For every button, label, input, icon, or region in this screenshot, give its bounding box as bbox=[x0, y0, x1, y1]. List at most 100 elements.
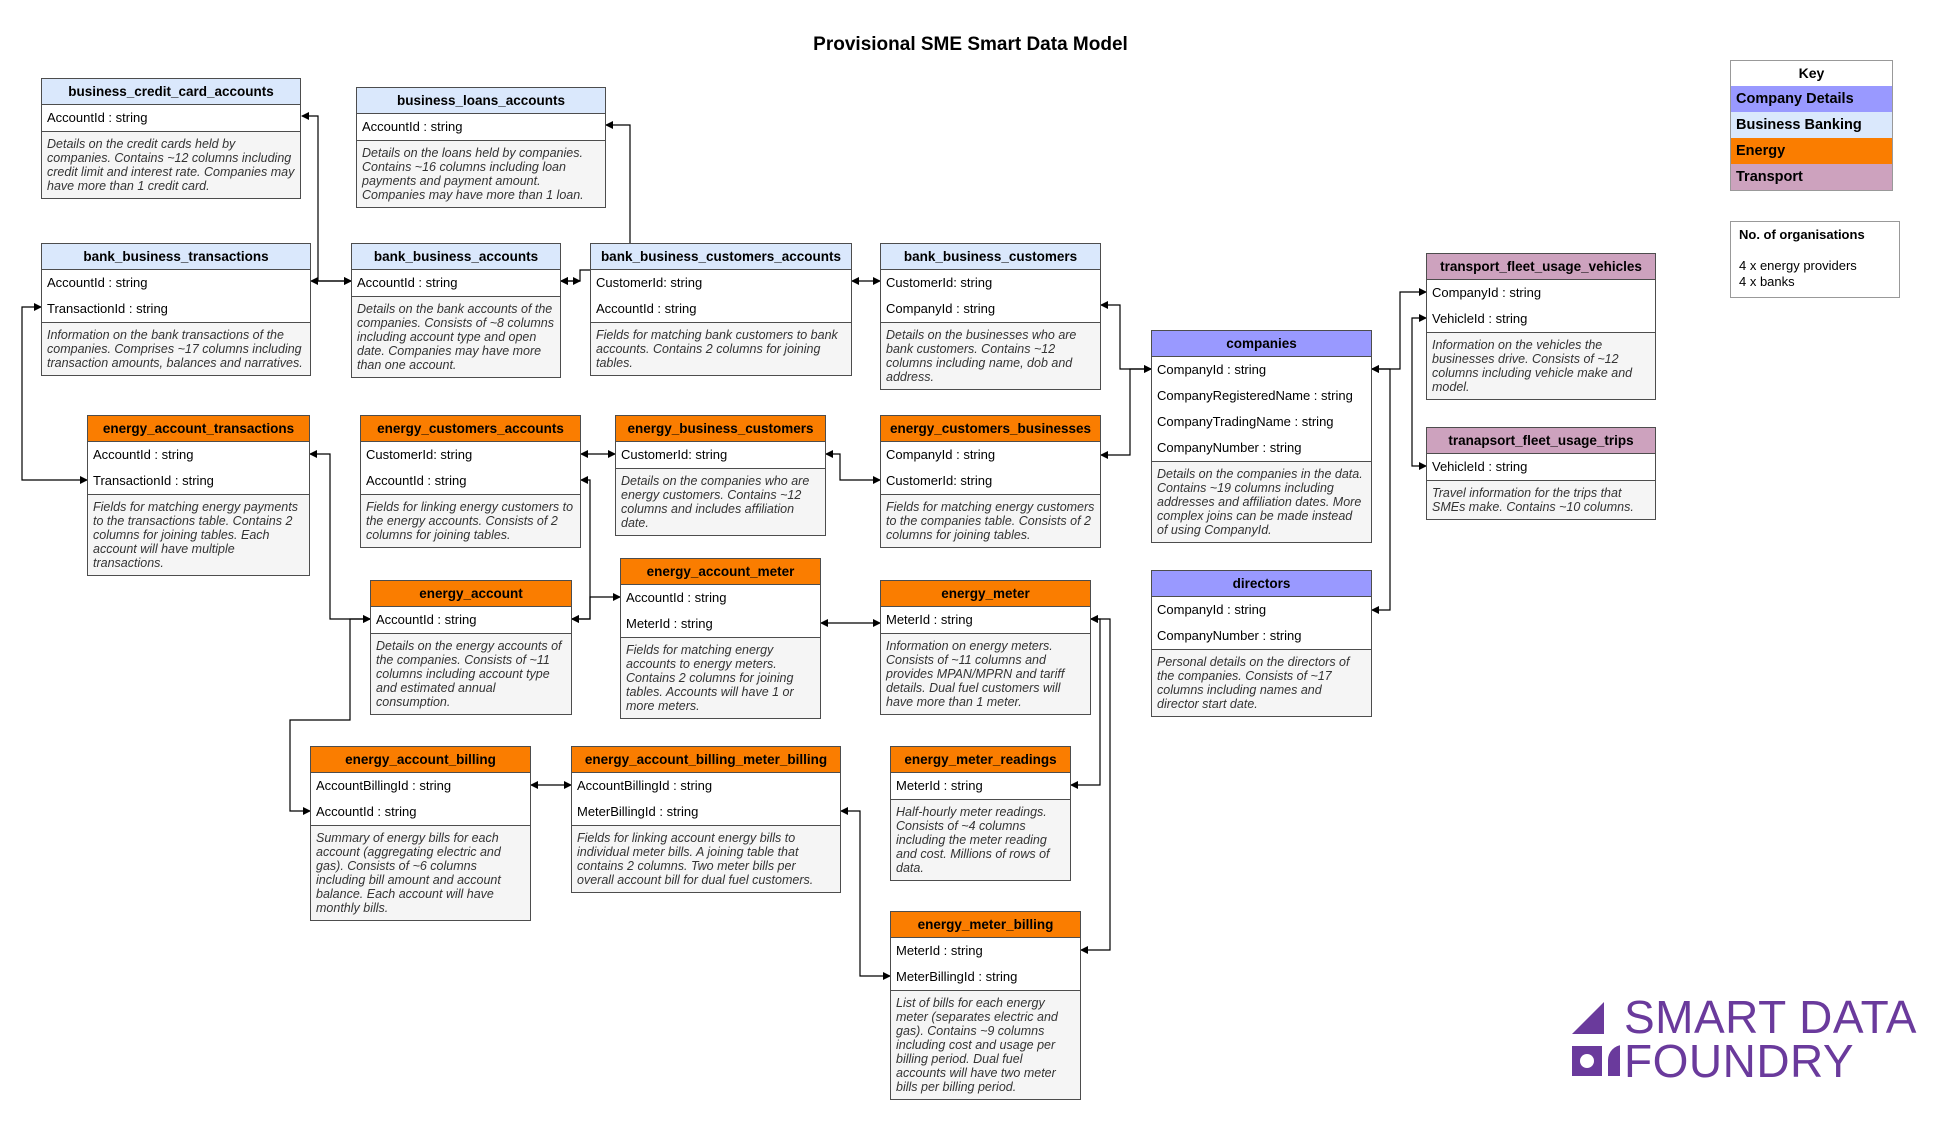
entity-field: VehicleId : string bbox=[1427, 454, 1655, 481]
entity-description: Fields for matching energy customers to … bbox=[881, 495, 1100, 547]
entity-field: CompanyNumber : string bbox=[1152, 435, 1371, 462]
entity-field: CompanyRegisteredName : string bbox=[1157, 388, 1353, 403]
entity-description: Half-hourly meter readings. Consists of … bbox=[891, 800, 1070, 880]
relationship-connector bbox=[825, 450, 881, 484]
entity-title: bank_business_customers bbox=[881, 244, 1100, 270]
entity-field: CompanyId : string bbox=[1432, 285, 1542, 300]
organisations-heading: No. of organisations bbox=[1739, 227, 1865, 242]
entity-field: AccountId : string bbox=[93, 447, 194, 462]
entity-field: AccountBillingId : string bbox=[316, 778, 452, 793]
organisations-box: No. of organisations 4 x energy provider… bbox=[1730, 221, 1900, 298]
entity-title: tranapsort_fleet_usage_trips bbox=[1427, 428, 1655, 454]
legend-item-company-details: Company Details bbox=[1731, 86, 1892, 112]
entity-field: CustomerId: string bbox=[366, 447, 473, 462]
legend-item-energy: Energy bbox=[1731, 138, 1892, 164]
relationship-connector bbox=[1100, 301, 1152, 373]
entity-field: CompanyId : string bbox=[886, 447, 996, 462]
entity-description: Summary of energy bills for each account… bbox=[311, 826, 530, 920]
entity-field: AccountId : string bbox=[591, 296, 851, 323]
entity-title: energy_account_meter bbox=[621, 559, 820, 585]
legend-key: Key Company Details Business Banking Ene… bbox=[1730, 60, 1893, 191]
entity-field: MeterBillingId : string bbox=[891, 964, 1080, 991]
entity-description: Information on energy meters. Consists o… bbox=[881, 634, 1090, 714]
entity-field: CustomerId: string bbox=[886, 275, 993, 290]
entity-description: Information on the vehicles the business… bbox=[1427, 333, 1655, 399]
relationship-connector bbox=[1100, 365, 1152, 459]
relationship-connector bbox=[840, 807, 891, 980]
entity-title: energy_account_billing_meter_billing bbox=[572, 747, 840, 773]
smart-data-foundry-logo: SMART DATA FOUNDRY bbox=[1570, 994, 1920, 1084]
legend-heading: Key bbox=[1798, 65, 1825, 81]
entity-title: energy_meter bbox=[881, 581, 1090, 607]
entity-field: AccountBillingId : string bbox=[577, 778, 713, 793]
relationship-connector bbox=[1411, 314, 1427, 470]
entity-description: Details on the companies in the data. Co… bbox=[1152, 462, 1371, 542]
entity-description: Details on the bank accounts of the comp… bbox=[352, 297, 560, 377]
legend-item-business-banking: Business Banking bbox=[1731, 112, 1892, 138]
entity-field: AccountId : string bbox=[371, 607, 571, 634]
entity-field: CompanyNumber : string bbox=[1152, 623, 1371, 650]
entity-description: Details on the loans held by companies. … bbox=[357, 141, 605, 207]
entity-description: Travel information for the trips that SM… bbox=[1427, 481, 1655, 519]
entity-title: transport_fleet_usage_vehicles bbox=[1427, 254, 1655, 280]
entity-field: AccountId : string bbox=[311, 799, 530, 826]
entity-description: Personal details on the directors of the… bbox=[1152, 650, 1371, 716]
diagram-title: Provisional SME Smart Data Model bbox=[813, 34, 1128, 55]
organisations-line-energy: 4 x energy providers bbox=[1739, 258, 1857, 273]
entity-description: Information on the bank transactions of … bbox=[42, 323, 310, 375]
entity-description: Details on the companies who are energy … bbox=[616, 469, 825, 535]
entity-title: bank_business_customers_accounts bbox=[591, 244, 851, 270]
entity-title: energy_account_billing bbox=[311, 747, 530, 773]
entity-field: MeterId : string bbox=[881, 607, 1090, 634]
entity-field: AccountId : string bbox=[361, 468, 580, 495]
relationship-connector bbox=[1371, 365, 1391, 614]
entity-title: energy_meter_billing bbox=[891, 912, 1080, 938]
entity-field: CompanyId : string bbox=[1157, 362, 1267, 377]
entity-field: CustomerId: string bbox=[881, 468, 1100, 495]
entity-title: energy_business_customers bbox=[616, 416, 825, 442]
entity-field: MeterBillingId : string bbox=[572, 799, 840, 826]
entity-description: Details on the businesses who are bank c… bbox=[881, 323, 1100, 389]
entity-description: Fields for linking energy customers to t… bbox=[361, 495, 580, 547]
entity-title: bank_business_transactions bbox=[42, 244, 310, 270]
entity-field: CompanyId : string bbox=[1157, 602, 1267, 617]
entity-title: energy_account_transactions bbox=[88, 416, 309, 442]
entity-title: energy_account bbox=[371, 581, 571, 607]
entity-description: Fields for linking account energy bills … bbox=[572, 826, 840, 892]
entity-field: MeterId : string bbox=[621, 611, 820, 638]
entity-description: Details on the credit cards held by comp… bbox=[42, 132, 300, 198]
entity-field: TransactionId : string bbox=[42, 296, 310, 323]
entity-field: CompanyId : string bbox=[881, 296, 1100, 323]
entity-field: CustomerId: string bbox=[616, 442, 825, 469]
entity-field: AccountId : string bbox=[42, 105, 300, 132]
entity-field: MeterId : string bbox=[896, 943, 983, 958]
entity-field: VehicleId : string bbox=[1427, 306, 1655, 333]
relationship-connector bbox=[571, 593, 621, 623]
logo-text-line2: FOUNDRY bbox=[1624, 1035, 1855, 1087]
entity-description: Fields for matching energy payments to t… bbox=[88, 495, 309, 575]
entity-title: business_loans_accounts bbox=[357, 88, 605, 114]
entity-field: CompanyTradingName : string bbox=[1157, 414, 1334, 429]
organisations-line-banks: 4 x banks bbox=[1739, 274, 1795, 289]
entity-title: bank_business_accounts bbox=[352, 244, 560, 270]
logo-text-line1: SMART DATA bbox=[1624, 991, 1917, 1043]
